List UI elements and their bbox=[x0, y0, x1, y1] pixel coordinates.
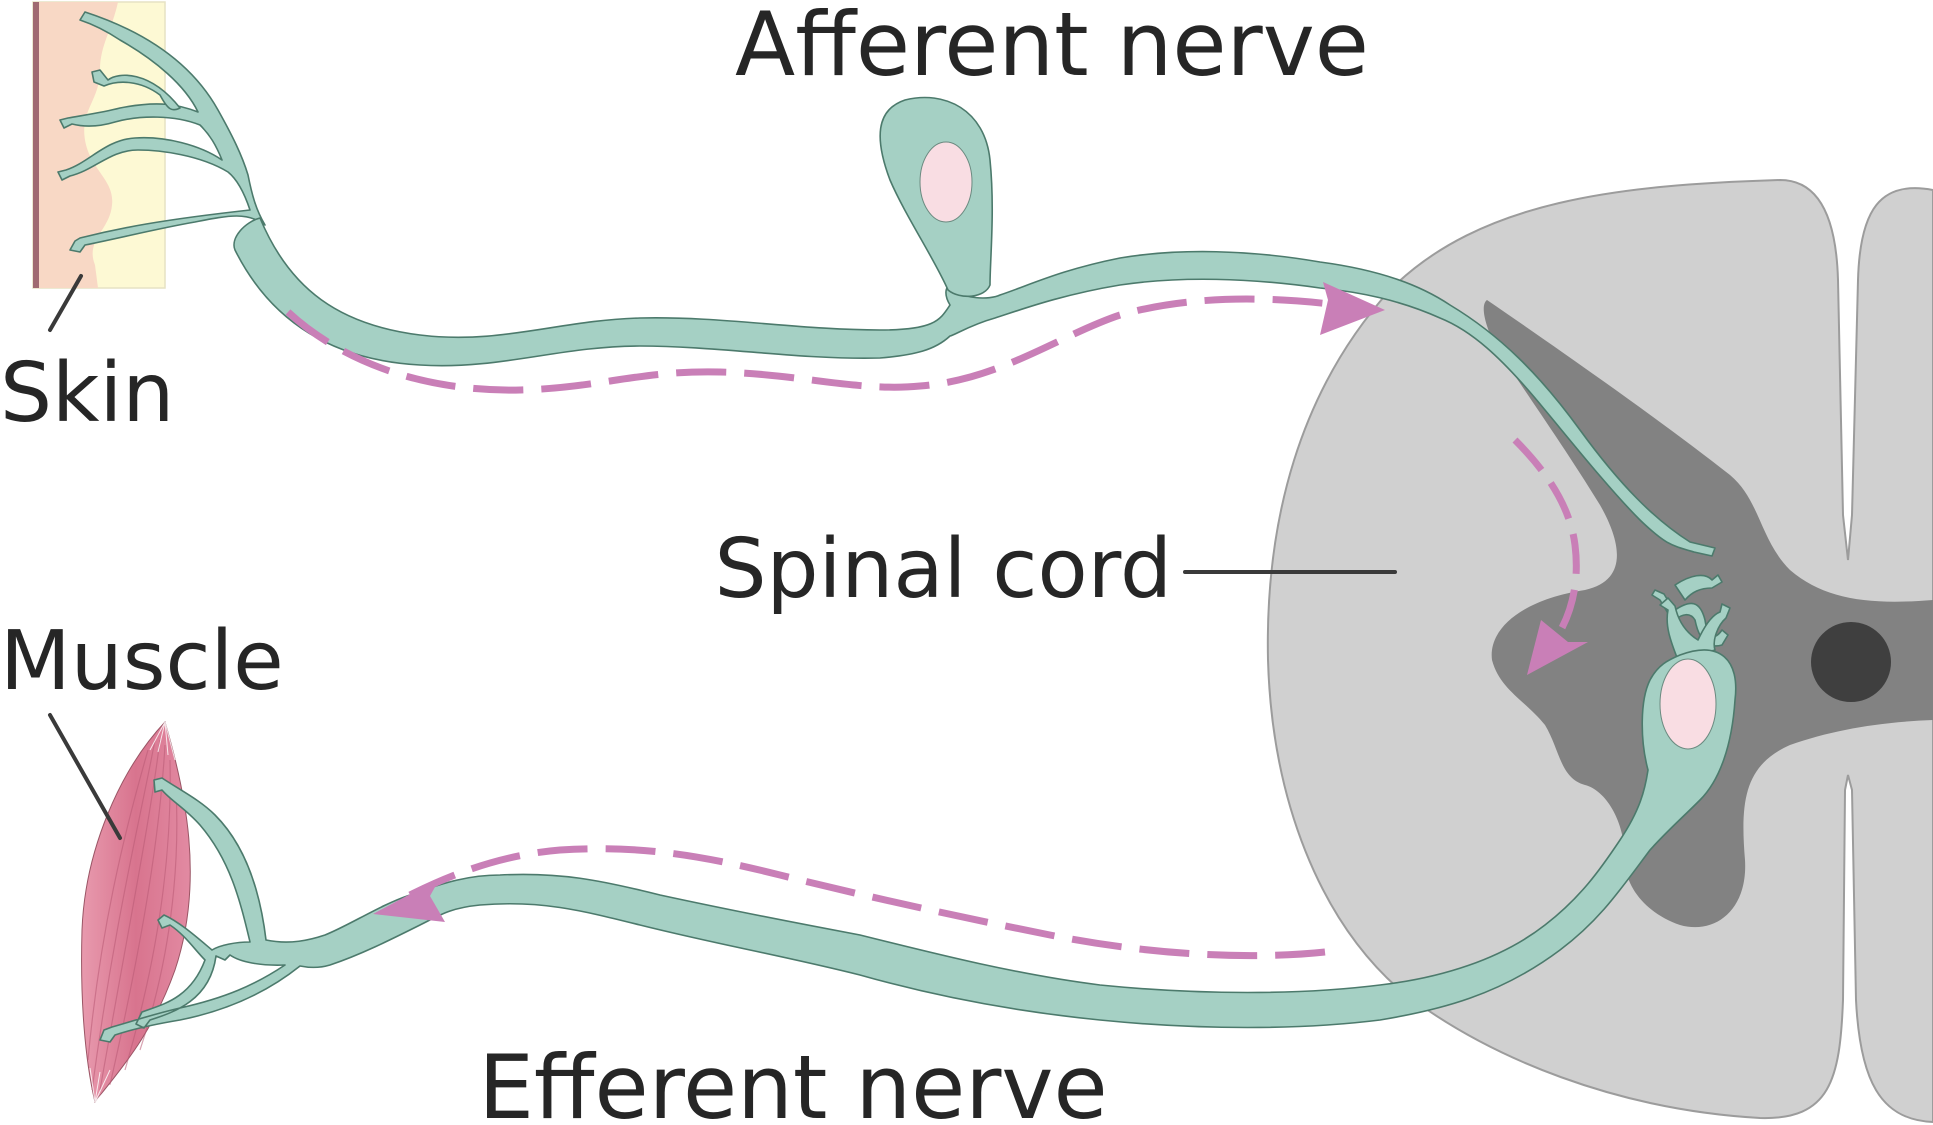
efferent-cell-body-and-axon bbox=[99, 649, 1737, 1043]
afferent-central-terminals bbox=[1651, 574, 1729, 647]
afferent-nucleus bbox=[919, 141, 973, 223]
signal-arrows bbox=[285, 295, 1580, 960]
muscle bbox=[81, 721, 191, 1104]
skin-label: Skin bbox=[0, 346, 174, 441]
signal-arrowheads bbox=[373, 282, 1588, 922]
leader-lines bbox=[48, 274, 1397, 840]
spinal-signal-path bbox=[1512, 437, 1580, 637]
afferent-neuron bbox=[57, 11, 1729, 647]
muscle-label: Muscle bbox=[0, 614, 284, 709]
central-canal bbox=[1811, 622, 1891, 702]
skin-surface bbox=[33, 2, 39, 288]
efferent-signal-path bbox=[408, 845, 1326, 960]
spinal-cord bbox=[1266, 178, 1933, 1124]
afferent-signal-arrowhead bbox=[1320, 282, 1385, 335]
spinal-signal-arrowhead bbox=[1527, 620, 1588, 675]
afferent-signal-path bbox=[285, 295, 1331, 394]
spinal-cord-label: Spinal cord bbox=[714, 522, 1172, 617]
muscle-tendons bbox=[89, 721, 176, 1103]
efferent-signal-arrowhead bbox=[373, 878, 445, 922]
afferent-ascending-branch bbox=[91, 69, 181, 111]
efferent-neuron bbox=[99, 597, 1737, 1043]
skin-leader-line bbox=[48, 274, 83, 332]
efferent-dendrites bbox=[1659, 597, 1731, 661]
muscle-leader-line bbox=[48, 713, 122, 840]
afferent-skin-branches bbox=[57, 11, 266, 253]
efferent-nucleus bbox=[1659, 658, 1717, 750]
efferent-nerve-label: Efferent nerve bbox=[478, 1036, 1107, 1125]
afferent-axon bbox=[233, 217, 1716, 557]
afferent-nerve-label: Afferent nerve bbox=[735, 0, 1369, 96]
